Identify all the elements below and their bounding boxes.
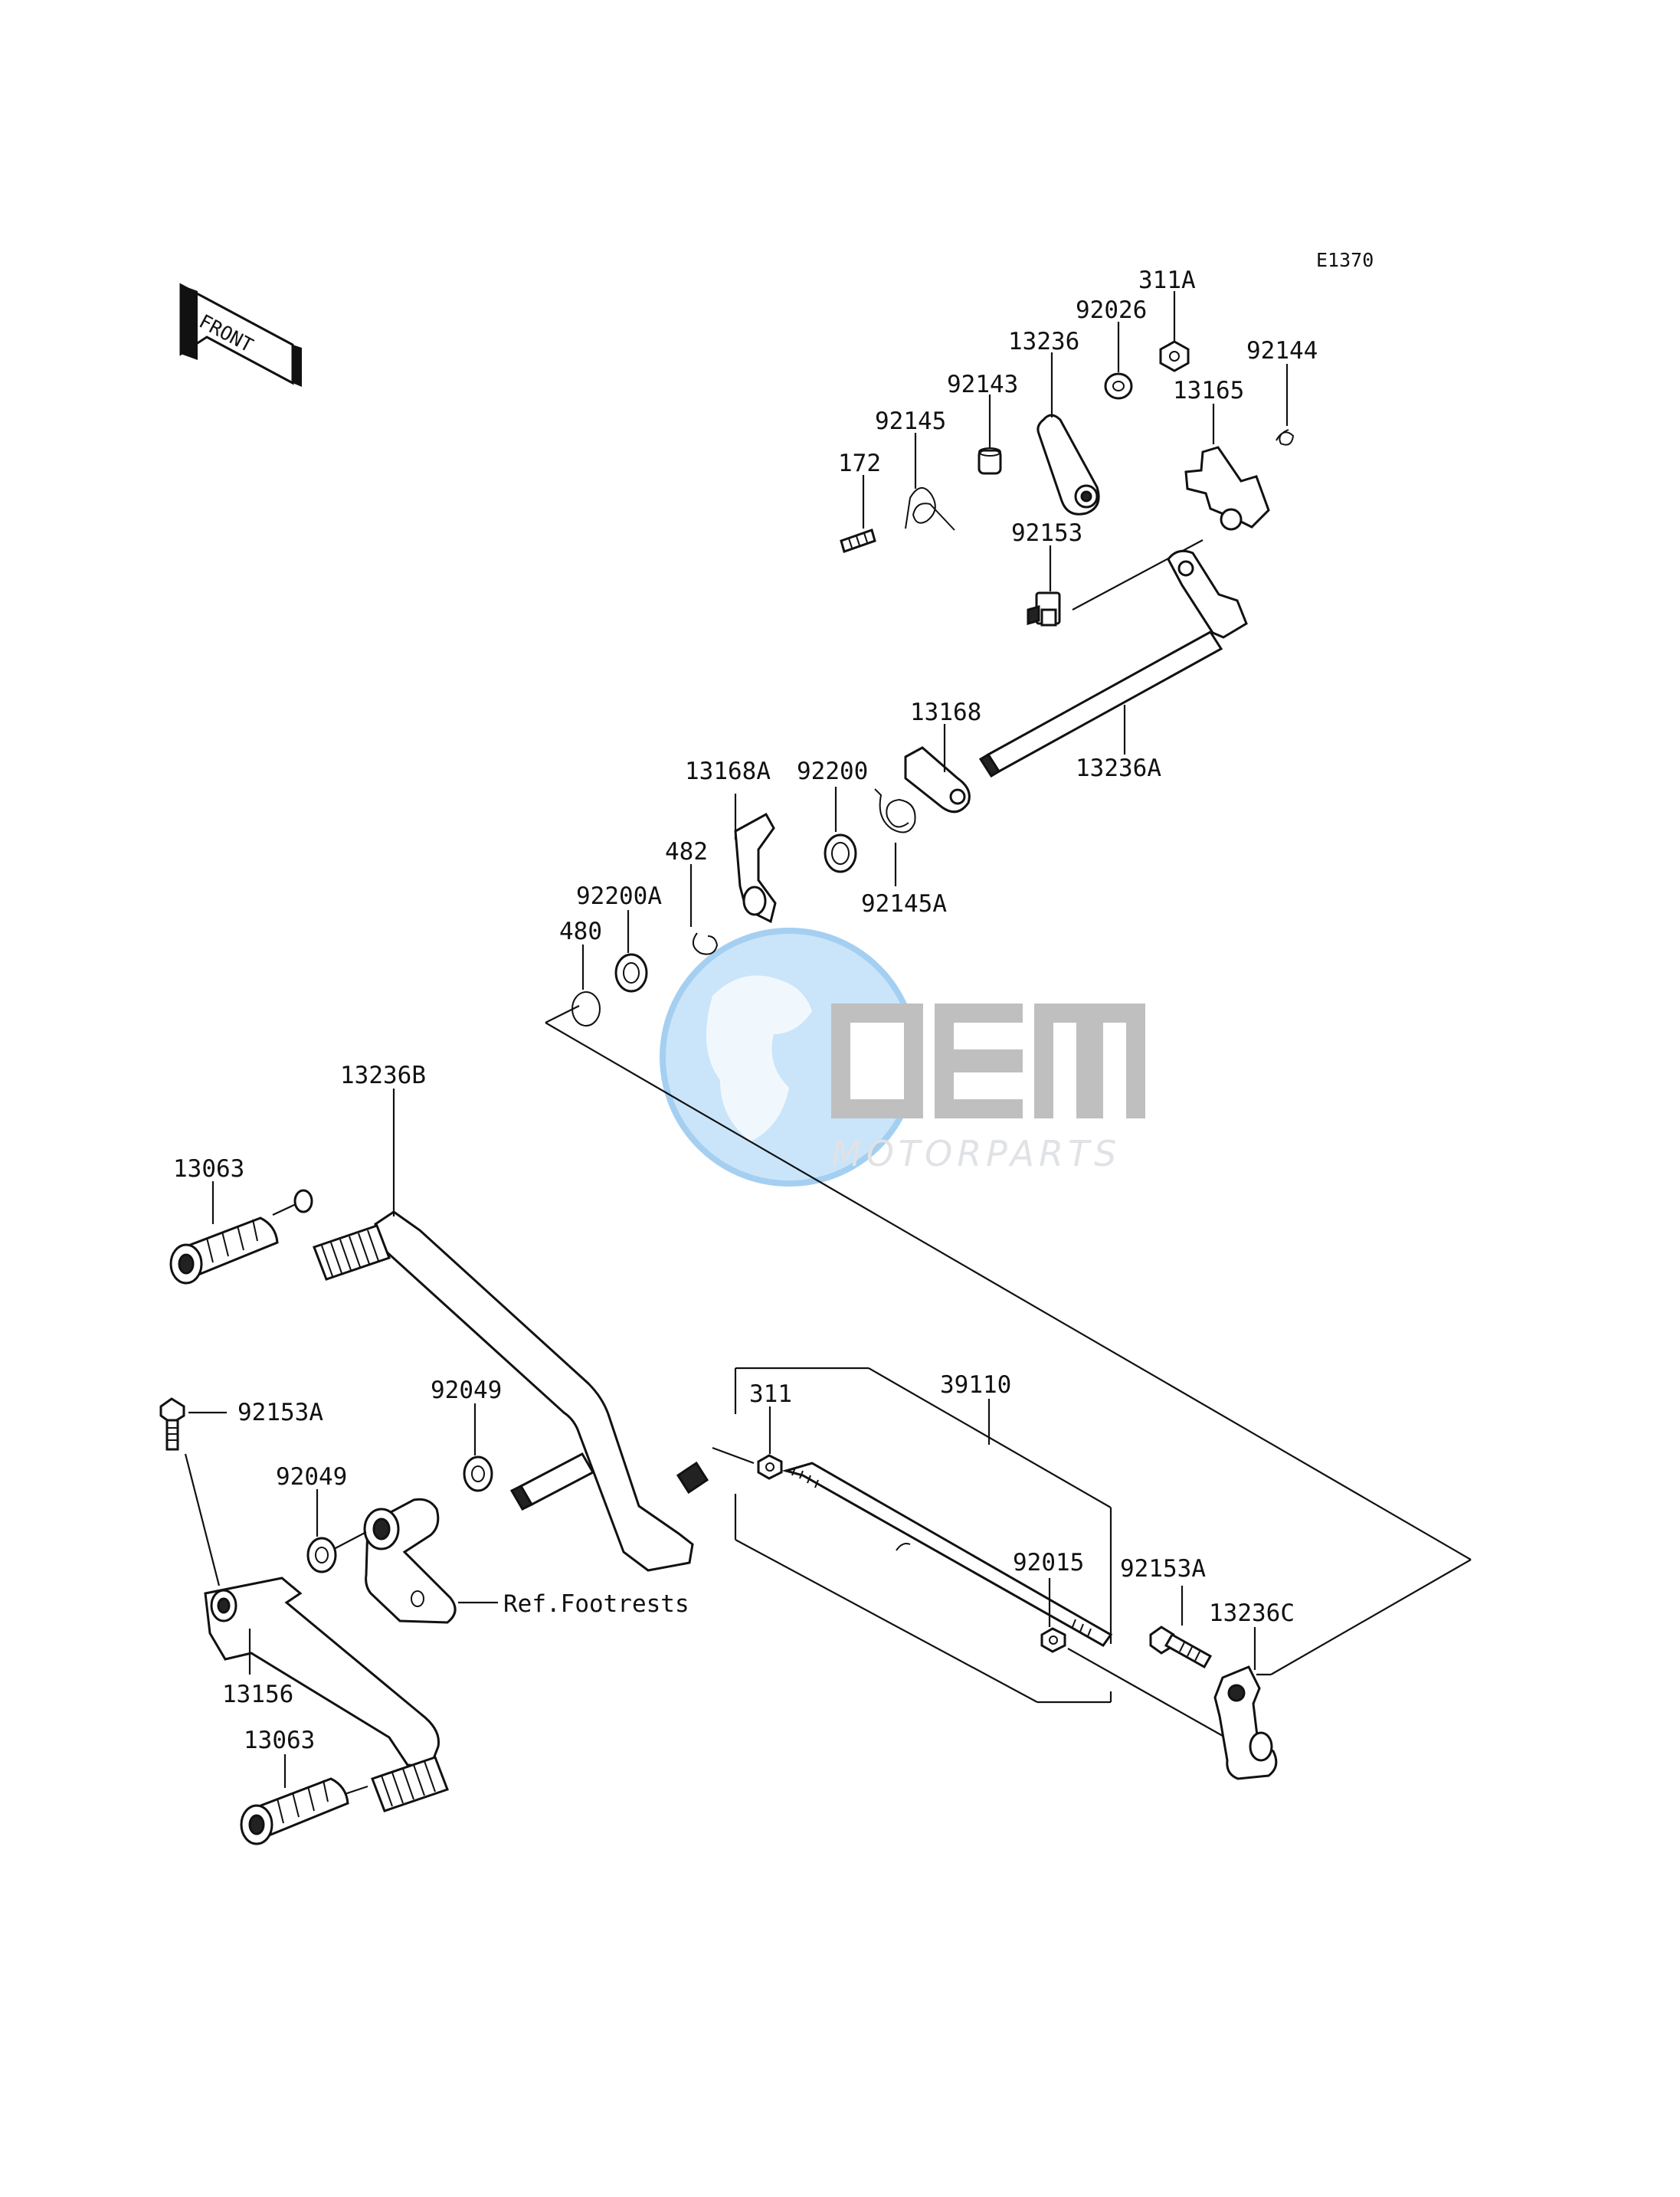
part-13156-lever[interactable] — [204, 1577, 440, 1768]
label-13236C: 13236C — [1209, 1599, 1295, 1627]
front-arrow-icon: FRONT — [179, 283, 302, 387]
part-92026-washer[interactable] — [1104, 372, 1133, 400]
label-482: 482 — [665, 838, 708, 866]
label-ref-footrests: Ref.Footrests — [503, 1590, 689, 1618]
label-92143: 92143 — [947, 371, 1018, 398]
part-92143-collar[interactable] — [978, 447, 1002, 475]
label-92153: 92153 — [1011, 519, 1082, 547]
label-172: 172 — [838, 450, 881, 477]
part-482-circlip[interactable] — [692, 932, 719, 955]
label-13168A: 13168A — [685, 758, 771, 785]
part-92200A-washer[interactable] — [614, 953, 648, 993]
label-92153A-right: 92153A — [1120, 1555, 1206, 1583]
label-92026: 92026 — [1076, 296, 1147, 324]
watermark-subtext: MOTORPARTS — [831, 1133, 1121, 1174]
label-480: 480 — [559, 918, 602, 945]
part-13236B-shift-pedal[interactable] — [313, 1210, 709, 1572]
label-13236: 13236 — [1008, 328, 1079, 355]
part-92144-spring[interactable] — [1276, 429, 1295, 446]
label-39110: 39110 — [940, 1371, 1011, 1399]
part-92145A-spring[interactable] — [874, 788, 916, 833]
part-92049-washer-top[interactable] — [463, 1455, 493, 1492]
part-13165-plate[interactable] — [1184, 446, 1270, 531]
label-13168: 13168 — [910, 699, 981, 726]
part-172-pin[interactable] — [840, 529, 876, 553]
part-92153A-bolt-left[interactable] — [159, 1397, 185, 1451]
watermark-continents-icon — [706, 975, 812, 1141]
part-92145-spring[interactable] — [905, 487, 955, 531]
label-13165: 13165 — [1173, 377, 1244, 404]
part-39110-tie-rod[interactable] — [781, 1462, 1113, 1647]
label-92153A-left: 92153A — [237, 1399, 323, 1426]
part-92153-bolt[interactable] — [1027, 591, 1061, 627]
part-13063-rubber-bottom[interactable] — [240, 1756, 449, 1845]
label-13063-top: 13063 — [173, 1155, 244, 1183]
part-13063-rubber-top[interactable] — [169, 1189, 313, 1285]
part-311-nut[interactable] — [757, 1454, 783, 1480]
assembly-outline — [545, 1005, 1472, 1676]
label-13063-bottom: 13063 — [244, 1727, 315, 1754]
label-92200A: 92200A — [576, 882, 662, 910]
label-13156: 13156 — [222, 1681, 293, 1708]
part-311A-nut[interactable] — [1159, 340, 1190, 372]
label-92049-mid: 92049 — [276, 1463, 347, 1491]
part-13236A-shaft[interactable] — [978, 549, 1248, 778]
label-92015: 92015 — [1013, 1549, 1084, 1577]
label-92144: 92144 — [1246, 337, 1318, 365]
label-92049-top: 92049 — [431, 1377, 502, 1404]
label-311: 311 — [749, 1380, 792, 1408]
part-92015-nut[interactable] — [1040, 1627, 1066, 1653]
part-92153A-bolt-right[interactable] — [1149, 1626, 1213, 1669]
label-311A: 311A — [1138, 267, 1196, 294]
label-13236A: 13236A — [1076, 755, 1161, 782]
part-92200-washer[interactable] — [824, 833, 857, 873]
watermark: MOTORPARTS — [660, 928, 1145, 1187]
label-92145: 92145 — [875, 408, 946, 435]
part-13236C-arm[interactable] — [1213, 1665, 1278, 1780]
part-13168-guide[interactable] — [904, 746, 971, 814]
label-92200: 92200 — [797, 758, 868, 785]
part-footrest-pivot — [363, 1498, 457, 1624]
label-92145A: 92145A — [861, 890, 947, 918]
part-13168A-lever[interactable] — [734, 812, 777, 924]
label-13236B: 13236B — [340, 1062, 426, 1089]
part-480-ring[interactable] — [571, 991, 601, 1026]
part-13236-arm[interactable] — [1036, 414, 1100, 516]
part-92049-washer-mid[interactable] — [306, 1537, 337, 1573]
diagram-code: E1370 — [1316, 249, 1374, 271]
